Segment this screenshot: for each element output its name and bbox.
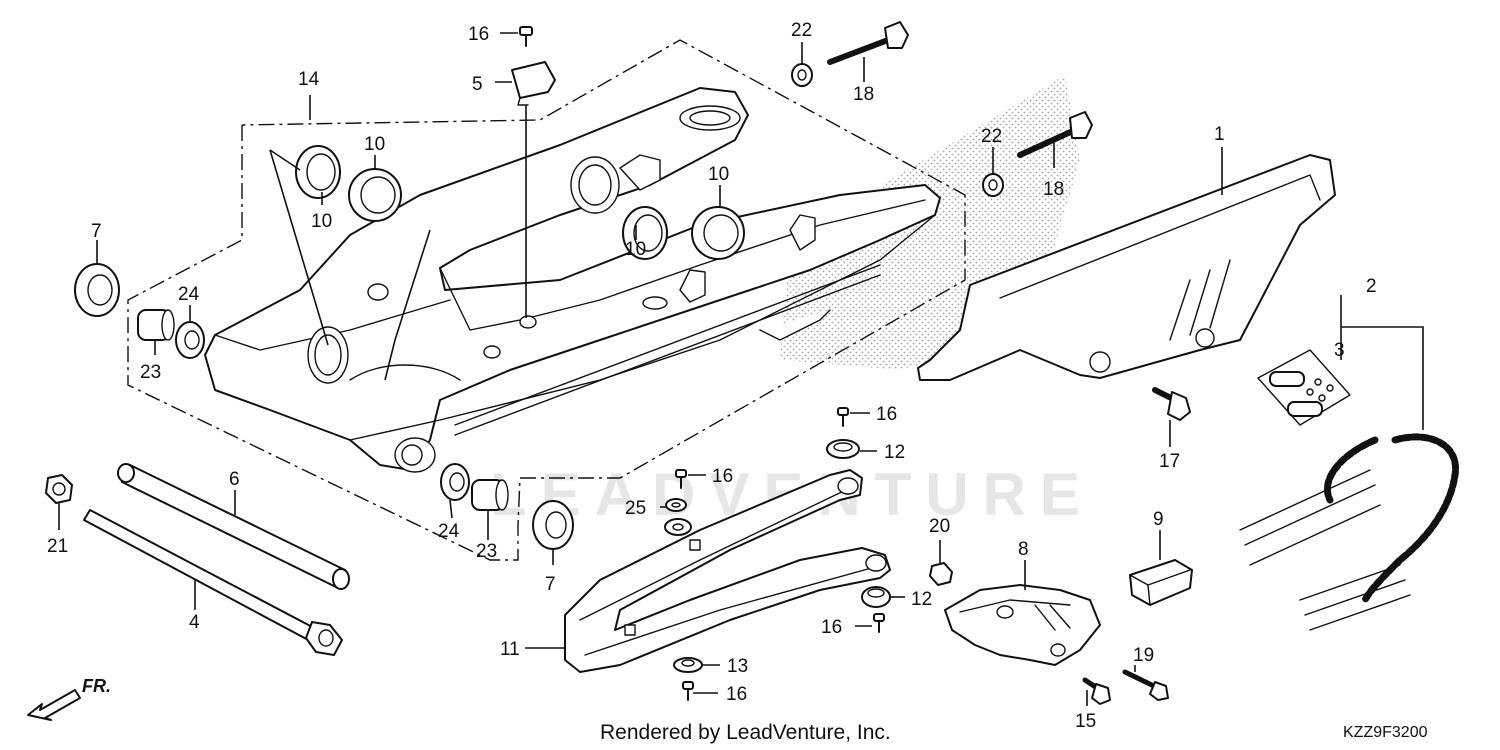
assembly-outline [127,39,966,561]
callout-15: 15 [1075,711,1096,732]
swingarm [204,87,941,473]
callout-12b: 12 [911,589,932,610]
callout-22b: 22 [981,126,1002,147]
bearing-7-left [74,263,120,317]
front-direction-indicator: FR. [27,676,111,721]
collar-24-left [175,321,205,359]
callout-16e: 16 [726,684,747,705]
nut-22-top [791,63,813,87]
seal-10-b [348,168,402,222]
screw-16-bottom [682,681,694,701]
callout-21: 21 [47,536,68,557]
leader-lines [58,32,1424,706]
credit-text: Rendered by LeadVenture, Inc. [600,721,891,744]
callout-24a: 24 [178,284,200,305]
bolt-18-top [827,21,909,65]
callout-10a: 10 [311,211,332,232]
callout-17: 17 [1159,451,1180,472]
callout-20: 20 [929,516,950,537]
callout-10d: 10 [708,164,729,185]
callout-4: 4 [189,612,200,633]
callout-14: 14 [298,69,320,90]
bolt-15 [1082,677,1111,705]
callout-25: 25 [625,498,646,519]
callout-23b: 23 [476,541,497,562]
callout-8: 8 [1018,539,1029,560]
front-label: FR. [82,676,111,696]
bolt-18-mid [1017,111,1093,158]
callout-7b: 7 [545,574,556,595]
washer-upper-slider [664,518,692,536]
callout-19: 19 [1133,645,1154,666]
block-9 [1129,559,1193,606]
slider-5 [511,61,556,106]
callout-7a: 7 [91,221,102,242]
arrow-icon [27,689,81,721]
screw-16-lower [873,613,885,633]
callout-10c: 10 [625,239,646,260]
callout-13: 13 [727,656,748,677]
grommet-12-upper [826,439,860,459]
drive-chain-2 [1239,433,1460,631]
seal-10-c [622,206,668,260]
collar-13 [673,657,703,673]
callouts: 1 2 3 4 5 6 7 7 8 9 10 10 10 10 11 12 12… [47,20,1377,732]
chain-slider-11 [564,469,891,673]
callout-5: 5 [472,74,483,95]
screw-16-upper [837,407,849,427]
bolt-19 [1122,669,1169,701]
needle-bearing-23-left [137,309,175,341]
callout-16b: 16 [876,404,897,425]
nut-22-mid [982,173,1004,197]
callout-22a: 22 [791,20,812,41]
washer-25 [665,498,687,512]
chain-case-1 [917,154,1336,381]
callout-10b: 10 [364,134,385,155]
pivot-bolt-4 [83,509,343,656]
grommet-12-lower [861,586,891,608]
callout-1: 1 [1214,124,1225,145]
bolt-17 [1152,387,1191,421]
callout-16d: 16 [821,617,842,638]
callout-11: 11 [500,639,520,660]
callout-12a: 12 [884,442,905,463]
diagram-code: KZZ9F3200 [1343,724,1428,741]
callout-3: 3 [1334,340,1345,361]
callout-6: 6 [229,469,240,490]
chain-guide-8 [944,584,1101,666]
needle-bearing-23-right [471,479,509,511]
callout-16a: 16 [468,24,489,45]
screw-16-top [519,26,533,47]
seal-10-a [295,145,341,199]
nut-21 [45,474,73,504]
callout-23a: 23 [140,362,161,383]
screw-16-mid [675,469,687,489]
callout-16c: 16 [712,466,733,487]
seal-10-d [691,206,745,260]
callout-24b: 24 [438,521,460,542]
callout-9: 9 [1153,509,1164,530]
bearing-7-right [532,500,574,550]
callout-18b: 18 [1043,179,1064,200]
pivot-collar-6 [117,463,350,590]
collar-24-right [440,463,470,501]
callout-2: 2 [1366,276,1377,297]
callout-18a: 18 [853,84,874,105]
master-link-3 [1257,349,1351,426]
nut-20 [929,562,953,586]
